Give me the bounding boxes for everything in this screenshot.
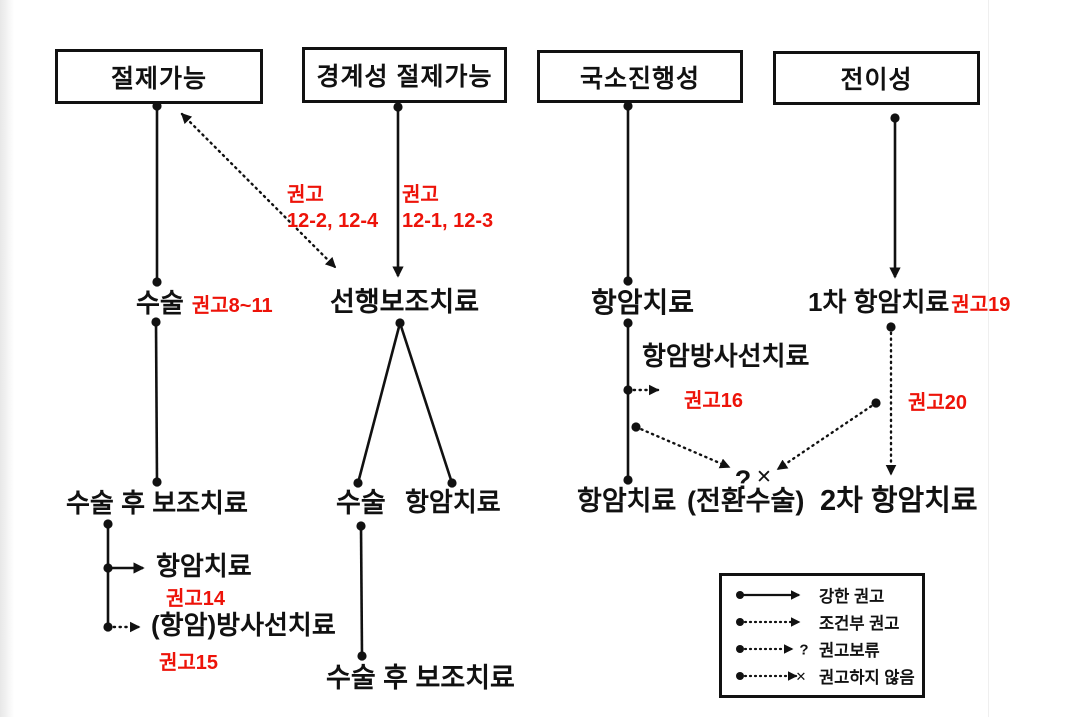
not-recommended-arrow-icon: ✕ xyxy=(736,669,807,684)
node-adjuvant-chemo: 항암치료 xyxy=(156,551,252,581)
node-firstline-chemo: 1차 항암치료 xyxy=(808,286,950,317)
category-label-resectable: 절제가능 xyxy=(110,64,207,93)
annotation-line: 12-1, 12-3 xyxy=(402,210,494,232)
node-chemo-continued-locally-advanced: 항암치료 xyxy=(577,486,677,516)
category-box-metastatic: 전이성 xyxy=(773,51,980,105)
conditional-arrow-icon xyxy=(736,617,801,627)
category-label-metastatic: 전이성 xyxy=(840,66,913,94)
not-recommended-cross-mark: ✕ xyxy=(756,467,772,488)
connector-metastatic-to-firstline xyxy=(889,113,901,279)
annotation-line: 권고 xyxy=(287,184,324,206)
hold-arrow-icon: ? xyxy=(736,642,809,658)
annotation-rec-16: 권고16 xyxy=(684,390,744,412)
connector-adjuvant-to-chemoradiation-conditional xyxy=(103,621,141,633)
category-box-locally-advanced: 국소진행성 xyxy=(537,50,743,103)
annotation-rec-20: 권고20 xyxy=(908,392,968,414)
connector-locally-advanced-to-chemo xyxy=(623,101,633,286)
connector-resectable-to-surgery xyxy=(152,101,162,287)
connector-borderline-to-neoadjuvant xyxy=(392,102,404,278)
node-secondline-chemo: 2차 항암치료 xyxy=(820,485,978,517)
node-adjuvant-chemoradiation: (항암)방사선치료 xyxy=(151,610,336,640)
annotation-rec-15: 권고15 xyxy=(159,652,219,674)
annotation-line: 권고 xyxy=(402,184,439,206)
legend-item-strong: 강한 권고 xyxy=(734,583,918,607)
background-artifact-line xyxy=(988,0,989,717)
strong-arrow-icon xyxy=(736,590,801,600)
connector-surgery-to-adjuvant-borderline xyxy=(356,521,367,661)
connector-firstline-to-conversion-not-recommended: ✕ xyxy=(756,398,881,488)
node-chemoradiation-locally-advanced: 항암방사선치료 xyxy=(642,341,810,371)
connector-firstline-to-secondline-conditional xyxy=(885,322,897,476)
legend: 강한 권고 조건부 권고 ? 권고보류 ✕ 권고하지 않음 xyxy=(719,573,925,698)
connector-adjuvant-to-chemo-strong xyxy=(103,562,145,574)
connector-chemo-continuation-locally-advanced xyxy=(623,318,633,485)
legend-label-hold: 권고보류 xyxy=(819,642,880,660)
annotation-rec-8-11: 권고8~11 xyxy=(191,295,273,317)
category-box-resectable: 절제가능 xyxy=(55,49,263,104)
category-label-borderline-resectable: 경계성 절제가능 xyxy=(316,63,493,91)
node-neoadjuvant-therapy: 선행보조치료 xyxy=(330,287,480,317)
connector-neoadjuvant-to-surgery xyxy=(353,318,405,488)
connector-neoadjuvant-to-chemo xyxy=(398,322,457,488)
legend-item-not-recommended: ✕ 권고하지 않음 xyxy=(734,664,918,688)
left-edge-shade xyxy=(0,0,14,717)
connector-adjuvant-branch-spine xyxy=(103,519,113,627)
node-conversion-surgery: (전환수술) xyxy=(687,486,805,516)
connector-chemo-to-chemoradiation-conditional xyxy=(623,384,660,396)
legend-label-strong: 강한 권고 xyxy=(819,588,885,606)
node-firstline-chemo-row: 1차 항암치료 권고19 xyxy=(808,288,1010,317)
connector-resectable-neoadjuvant-bidirectional xyxy=(180,112,337,269)
legend-label-conditional: 조건부 권고 xyxy=(819,615,900,633)
category-label-locally-advanced: 국소진행성 xyxy=(579,64,700,93)
legend-cross-mark: ✕ xyxy=(796,669,807,684)
connector-surgery-to-adjuvant-resectable xyxy=(151,317,162,487)
hold-question-mark: ? xyxy=(735,465,752,495)
annotation-rec-12-1-12-3: 권고 12-1, 12-3 xyxy=(402,182,493,234)
node-chemo-borderline: 항암치료 xyxy=(405,487,501,517)
category-box-borderline-resectable: 경계성 절제가능 xyxy=(302,47,507,103)
legend-item-conditional: 조건부 권고 xyxy=(734,610,918,634)
node-adjuvant-borderline: 수술 후 보조치료 xyxy=(326,663,515,693)
node-surgery-resectable-row: 수술 권고8~11 xyxy=(136,289,273,318)
node-adjuvant-resectable: 수술 후 보조치료 xyxy=(66,488,248,518)
legend-question-mark: ? xyxy=(799,642,808,658)
node-surgery-borderline: 수술 xyxy=(336,488,386,518)
connector-chemo-to-conversion-hold: ? xyxy=(631,422,751,495)
legend-label-not-recommended: 권고하지 않음 xyxy=(819,669,915,687)
node-surgery-resectable: 수술 xyxy=(136,287,184,318)
annotation-line: 12-2, 12-4 xyxy=(287,210,379,232)
annotation-rec-14: 권고14 xyxy=(166,588,226,610)
node-chemo-locally-advanced: 항암치료 xyxy=(591,287,695,318)
legend-item-hold: ? 권고보류 xyxy=(734,637,918,661)
annotation-rec-12-2-12-4: 권고 12-2, 12-4 xyxy=(287,182,378,234)
annotation-rec-19: 권고19 xyxy=(951,294,1011,316)
